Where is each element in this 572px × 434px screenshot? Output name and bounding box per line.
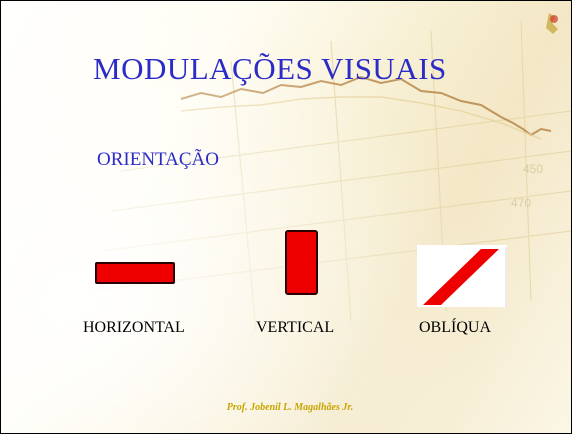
- label-oblique: OBLÍQUA: [419, 319, 491, 336]
- label-horizontal: HORIZONTAL: [83, 319, 185, 336]
- oblique-shape-frame: [417, 245, 507, 307]
- footer-author: Prof. Jobenil L. Magalhães Jr.: [226, 402, 354, 413]
- oblique-bar-shape: [423, 247, 507, 307]
- label-vertical: VERTICAL: [256, 319, 335, 336]
- slide-title: MODULAÇÕES VISUAIS: [93, 51, 447, 86]
- slide-subtitle: ORIENTAÇÃO: [97, 149, 219, 170]
- horizontal-bar-shape: [95, 262, 175, 284]
- vertical-bar-shape: [285, 230, 318, 295]
